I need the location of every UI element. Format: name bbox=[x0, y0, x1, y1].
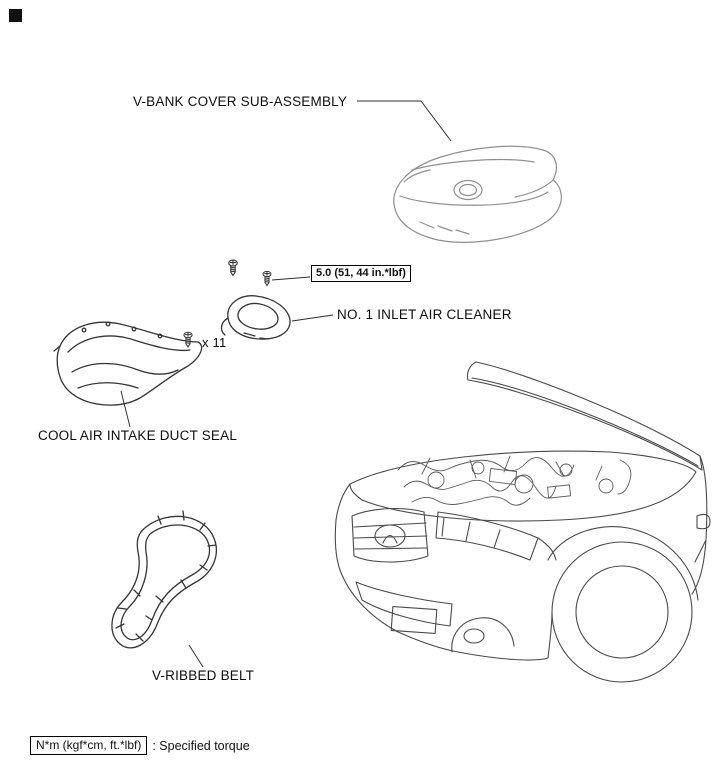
bolt-count-label: x 11 bbox=[202, 335, 227, 350]
v-bank-cover-drawing bbox=[393, 145, 562, 243]
torque-legend-description: : Specified torque bbox=[152, 738, 250, 753]
v-bank-cover-label: V-BANK COVER SUB-ASSEMBLY bbox=[133, 94, 348, 109]
torque-spec-callout: 5.0 (51, 44 in.*lbf) bbox=[311, 265, 411, 282]
page-corner-marker bbox=[9, 9, 22, 22]
duct-seal-drawing bbox=[53, 321, 203, 406]
inlet-air-cleaner-drawing bbox=[220, 295, 291, 340]
torque-symbol-box: N*m (kgf*cm, ft.*lbf) bbox=[30, 736, 148, 755]
torque-legend: N*m (kgf*cm, ft.*lbf) : Specified torque bbox=[30, 736, 250, 755]
car-front-drawing bbox=[334, 361, 711, 683]
inlet-air-cleaner-label: NO. 1 INLET AIR CLEANER bbox=[337, 307, 512, 322]
duct-seal-label: COOL AIR INTAKE DUCT SEAL bbox=[38, 428, 238, 443]
v-ribbed-belt-drawing bbox=[111, 510, 217, 649]
leader-lines bbox=[120, 100, 452, 668]
v-ribbed-belt-label: V-RIBBED BELT bbox=[152, 668, 255, 683]
